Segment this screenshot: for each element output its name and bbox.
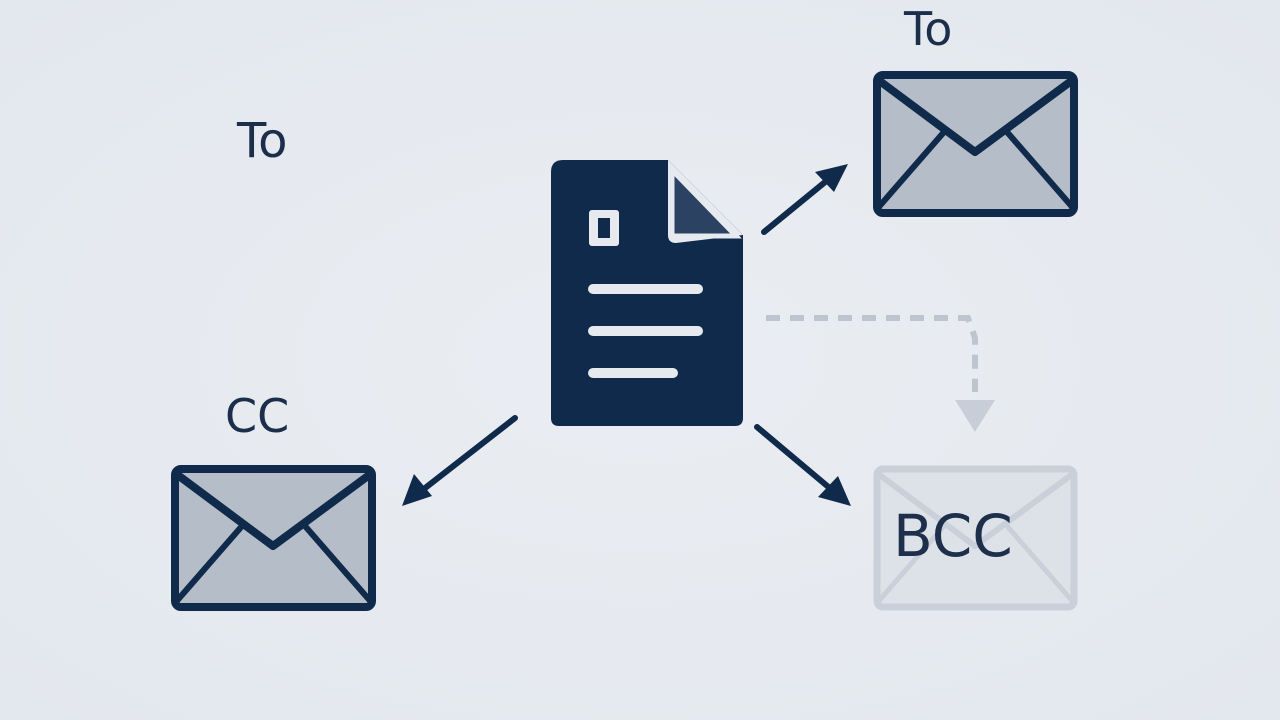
cc-label: CC: [225, 389, 290, 443]
to-label-top: To: [904, 2, 953, 56]
document-icon: [551, 160, 743, 426]
envelope-cc-icon: [171, 465, 376, 611]
arrow-to-bcc-icon: [754, 424, 851, 506]
arrow-to-to-icon: [761, 164, 848, 235]
bcc-label: BCC: [893, 502, 1013, 570]
envelope-to-icon: [873, 71, 1078, 217]
arrow-to-cc-icon: [402, 415, 518, 506]
dashed-hidden-path-icon: [766, 315, 995, 432]
document-line: [588, 326, 703, 336]
document-line: [588, 284, 703, 294]
envelope-bcc-icon: [873, 465, 1078, 611]
to-label-left: To: [237, 113, 288, 169]
document-line: [588, 368, 678, 378]
